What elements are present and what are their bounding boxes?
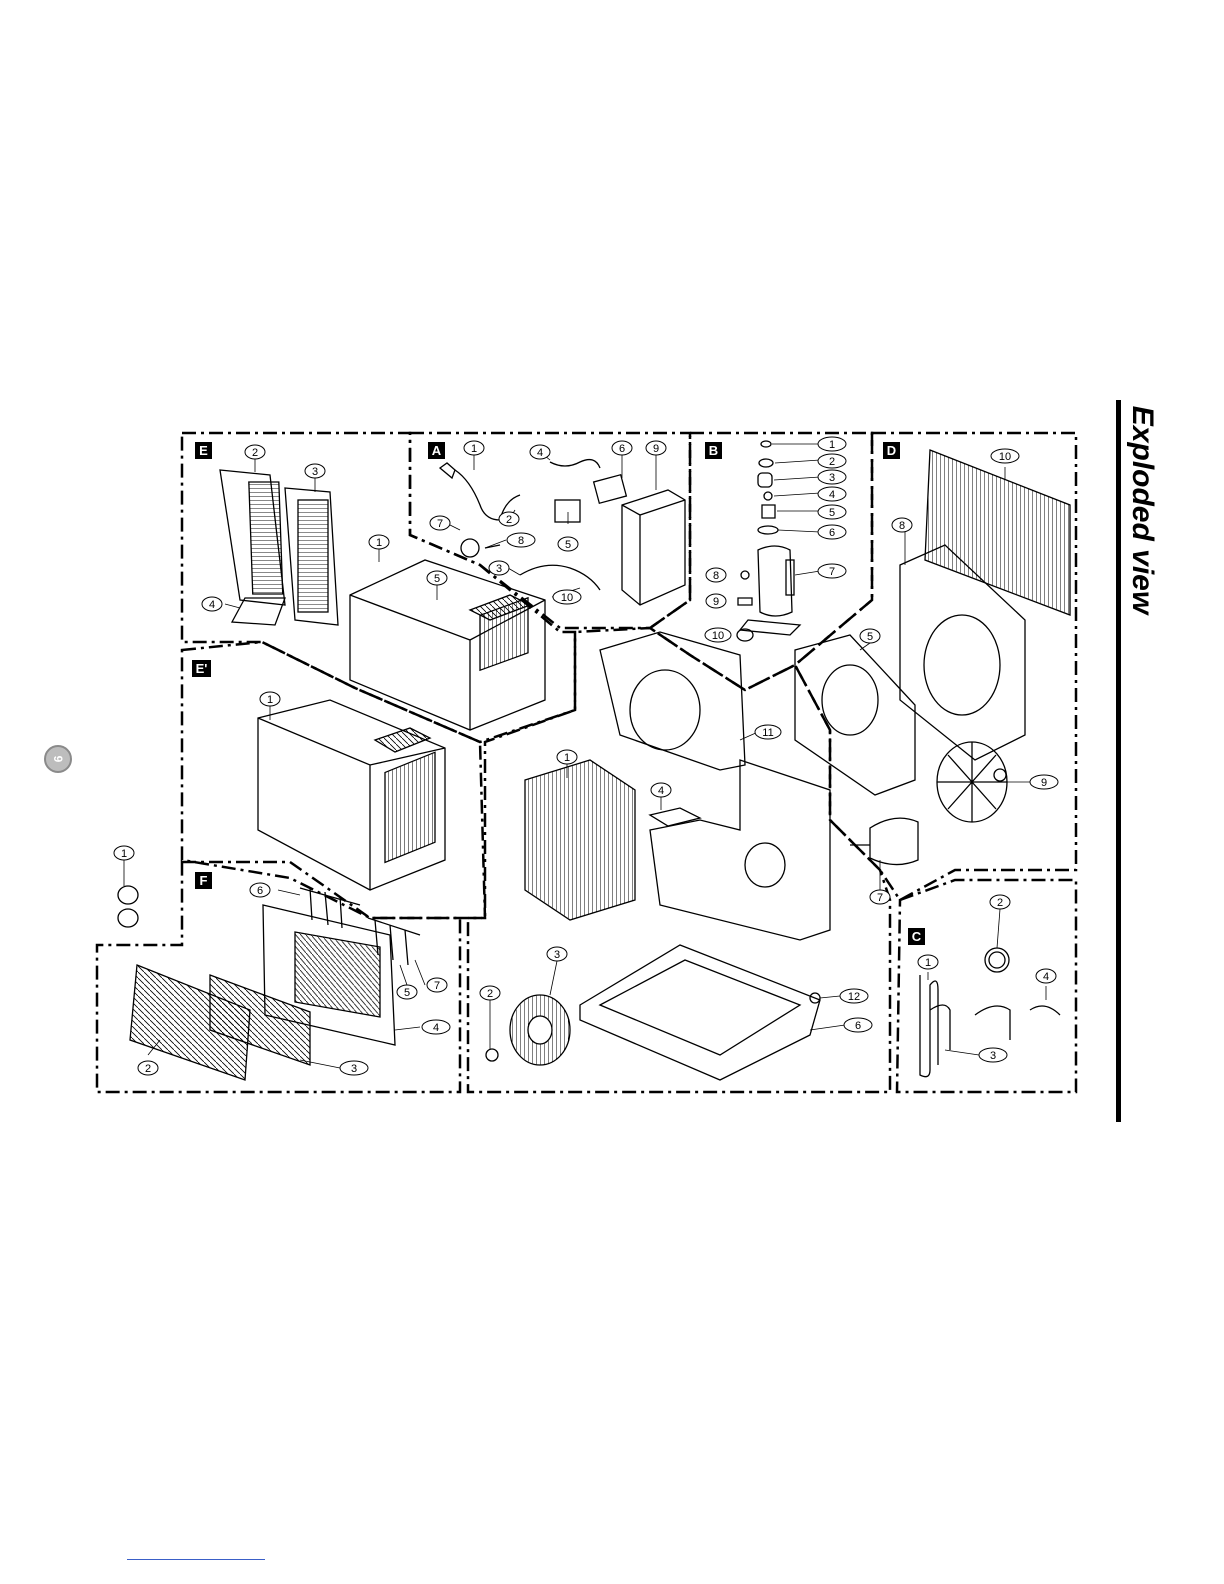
- svg-text:10: 10: [561, 592, 573, 604]
- part-drawings: [118, 441, 1070, 1080]
- svg-text:1: 1: [564, 752, 570, 764]
- svg-text:7: 7: [877, 892, 883, 904]
- svg-text:3: 3: [312, 466, 318, 478]
- svg-text:6: 6: [829, 527, 835, 539]
- evaporator-coil: [525, 760, 635, 920]
- svg-text:9: 9: [713, 596, 719, 608]
- washer-b2: [759, 459, 773, 467]
- svg-text:7: 7: [829, 566, 835, 578]
- cover-4: [650, 808, 700, 826]
- svg-text:1: 1: [121, 848, 127, 860]
- svg-text:3: 3: [554, 949, 560, 961]
- svg-text:5: 5: [867, 631, 873, 643]
- boundary-e: [182, 433, 575, 742]
- condenser-coil: [925, 450, 1070, 615]
- svg-text:2: 2: [997, 897, 1003, 909]
- section-label-e: E: [199, 443, 208, 458]
- svg-text:12: 12: [848, 991, 860, 1003]
- section-label-b: B: [709, 443, 718, 458]
- svg-text:1: 1: [829, 439, 835, 451]
- knob-1a: [118, 886, 138, 904]
- svg-text:1: 1: [267, 694, 273, 706]
- svg-text:7: 7: [434, 980, 440, 992]
- nut-b1: [761, 441, 771, 447]
- barrier: [795, 635, 915, 795]
- svg-text:4: 4: [829, 489, 835, 501]
- svg-text:11: 11: [762, 727, 773, 739]
- tube-c1: [920, 975, 938, 1077]
- svg-text:5: 5: [404, 987, 410, 999]
- svg-text:2: 2: [829, 456, 835, 468]
- section-label-c: C: [912, 929, 922, 944]
- svg-text:2: 2: [252, 447, 258, 459]
- terminal-b6: [758, 526, 778, 534]
- capacitor: [461, 539, 479, 557]
- shroud-ring: [924, 615, 1000, 715]
- svg-text:2: 2: [145, 1063, 151, 1075]
- section-label-e2: E': [196, 661, 208, 676]
- svg-text:4: 4: [433, 1022, 439, 1034]
- cover-b5: [762, 505, 775, 518]
- svg-text:3: 3: [351, 1063, 357, 1075]
- svg-text:8: 8: [713, 570, 719, 582]
- knob-1b: [118, 909, 138, 927]
- svg-text:3: 3: [496, 563, 502, 575]
- svg-text:9: 9: [1041, 777, 1047, 789]
- control-box: [622, 490, 685, 605]
- svg-text:2: 2: [506, 514, 512, 526]
- bolt-b4: [764, 492, 772, 500]
- svg-text:4: 4: [537, 447, 543, 459]
- harness-4: [550, 460, 600, 468]
- svg-text:5: 5: [829, 507, 835, 519]
- svg-text:6: 6: [619, 443, 625, 455]
- boundary-e2: [182, 642, 485, 918]
- tube-c3: [930, 1005, 950, 1050]
- svg-text:2: 2: [487, 988, 493, 1000]
- svg-text:6: 6: [257, 885, 263, 897]
- svg-text:5: 5: [434, 573, 440, 585]
- switch: [594, 475, 627, 503]
- svg-text:8: 8: [518, 535, 524, 547]
- grommet-b3: [758, 473, 772, 487]
- svg-text:10: 10: [999, 451, 1011, 463]
- harness-3: [520, 565, 600, 590]
- svg-text:3: 3: [990, 1050, 996, 1062]
- svg-text:10: 10: [712, 630, 724, 642]
- section-label-a: A: [432, 443, 442, 458]
- tube-c4: [975, 1006, 1060, 1040]
- section-label-f: F: [200, 873, 208, 888]
- svg-text:3: 3: [829, 472, 835, 484]
- svg-text:1: 1: [471, 443, 477, 455]
- svg-text:7: 7: [437, 518, 443, 530]
- svg-text:4: 4: [209, 599, 215, 611]
- compressor: [758, 546, 792, 616]
- section-label-d: D: [887, 443, 896, 458]
- relay: [555, 500, 580, 522]
- svg-text:1: 1: [376, 537, 382, 549]
- svg-text:8: 8: [899, 520, 905, 532]
- svg-text:4: 4: [1043, 971, 1049, 983]
- fan-motor: [870, 818, 918, 864]
- svg-text:5: 5: [565, 539, 571, 551]
- svg-text:6: 6: [855, 1020, 861, 1032]
- svg-text:1: 1: [925, 957, 931, 969]
- svg-text:4: 4: [658, 785, 664, 797]
- orifice-panel: [650, 760, 830, 940]
- svg-text:9: 9: [653, 443, 659, 455]
